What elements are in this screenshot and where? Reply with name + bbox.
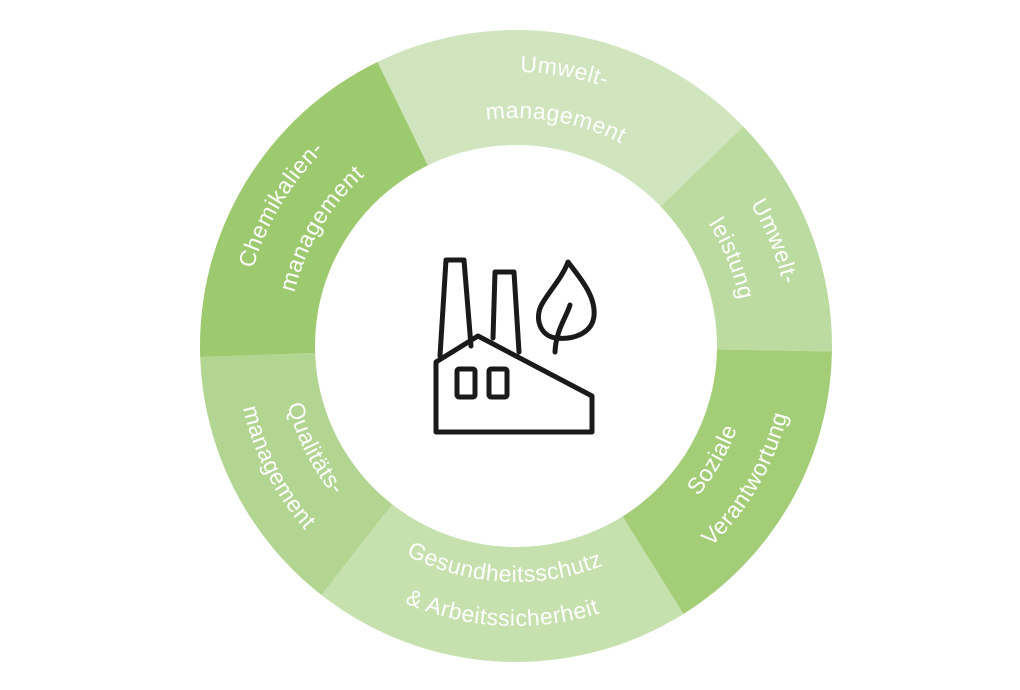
segment-gesundheitsschutz [321,504,684,662]
factory-with-leaf-icon [433,257,597,435]
segment-chemikalienmanagement [200,61,428,358]
segment-umweltmanagement [377,29,744,207]
segment-umweltleistung [660,126,832,352]
segment-soziale-verantwortung [622,349,832,614]
segment-qualitaetsmanagement [200,353,393,596]
